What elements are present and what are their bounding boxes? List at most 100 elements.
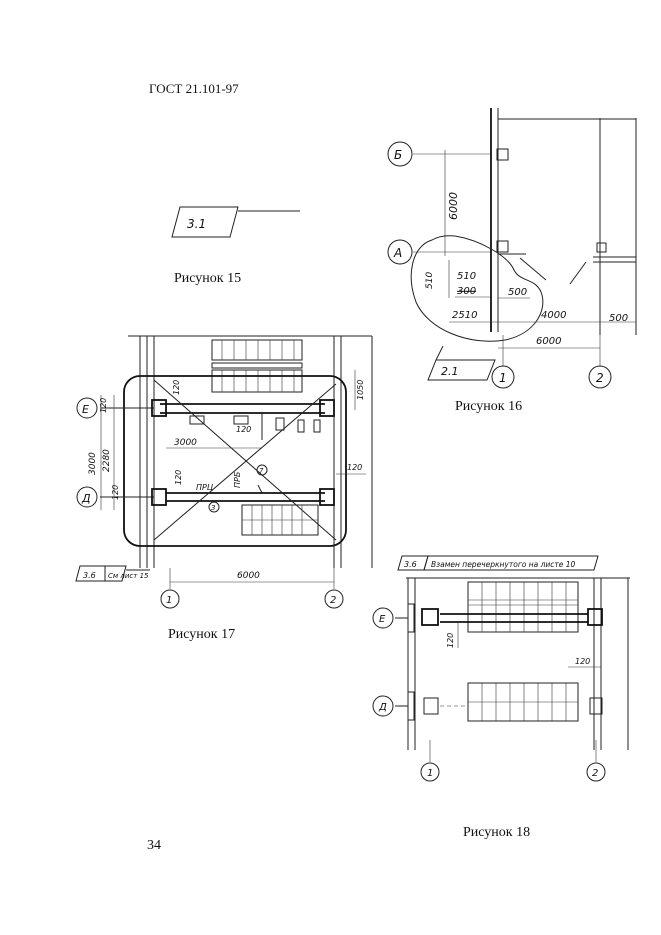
axis-1-label: 1 bbox=[166, 595, 172, 606]
axis-2-label: 2 bbox=[330, 595, 336, 606]
axis-2-marker bbox=[588, 365, 612, 389]
page-number: 34 bbox=[147, 838, 161, 853]
axis-1-label: 1 bbox=[427, 768, 433, 779]
axis-2-marker bbox=[586, 762, 606, 782]
dim-6000: 6000 bbox=[237, 571, 260, 581]
figure-15-caption: Рисунок 15 bbox=[174, 271, 242, 286]
dim-2280: 2280 bbox=[102, 449, 112, 472]
dim-120-top: 120 bbox=[172, 380, 181, 395]
figure-18-tag-note-box bbox=[423, 555, 599, 571]
dim-2510: 2510 bbox=[452, 310, 477, 321]
dim-500: 500 bbox=[508, 287, 527, 298]
axis-e-marker bbox=[372, 607, 394, 629]
column-d2 bbox=[319, 488, 335, 506]
fixture bbox=[233, 415, 249, 425]
label-prs: ПРБ bbox=[233, 471, 242, 488]
revision-cloud bbox=[410, 235, 544, 342]
figure-17-tag-box bbox=[75, 565, 127, 582]
dim-510-v: 510 bbox=[425, 272, 435, 289]
column-e2 bbox=[319, 399, 335, 417]
callout-7: 7 bbox=[259, 467, 264, 475]
callout-3-marker bbox=[208, 501, 220, 513]
axis-1-marker bbox=[491, 365, 515, 389]
axis-d-marker bbox=[76, 486, 98, 508]
cross-line-1 bbox=[153, 379, 337, 541]
dim-6000-h: 6000 bbox=[536, 336, 561, 347]
callout-7-marker bbox=[256, 464, 268, 476]
figure-16-tag-leader bbox=[435, 345, 444, 361]
axis-2-marker bbox=[324, 589, 344, 609]
axis-d-marker bbox=[372, 695, 394, 717]
partition-stub bbox=[257, 484, 263, 494]
column-a2 bbox=[596, 242, 607, 253]
dim-120-mid: 120 bbox=[236, 425, 251, 434]
axis-b-label: Б bbox=[394, 148, 402, 162]
axis-2-label: 2 bbox=[592, 768, 598, 779]
axis-e-label: Е bbox=[379, 614, 386, 625]
dim-120-b: 120 bbox=[575, 657, 590, 666]
axis-e-label: Е bbox=[82, 403, 89, 416]
column-e2 bbox=[587, 608, 603, 626]
axis-1-marker bbox=[420, 762, 440, 782]
dim-1050: 1050 bbox=[356, 380, 365, 400]
column-d2 bbox=[589, 697, 603, 715]
fixture bbox=[275, 417, 285, 431]
figure-18-tag: 3.6 bbox=[404, 560, 417, 569]
fixture bbox=[313, 419, 321, 433]
axis-1-marker bbox=[160, 589, 180, 609]
dim-6000-v: 6000 bbox=[447, 192, 460, 220]
column-d1 bbox=[151, 488, 167, 506]
figure-18-tag-note: Взамен перечеркнутого на листе 10 bbox=[431, 560, 576, 569]
wall-block bbox=[407, 603, 415, 633]
axis-a-label: А bbox=[393, 246, 402, 260]
axis-b-marker bbox=[387, 141, 413, 167]
axis-d-label: Д bbox=[81, 492, 91, 505]
figure-16-tag-box bbox=[427, 359, 496, 381]
dim-120-a: 120 bbox=[446, 633, 455, 648]
document-header-code: ГОСТ 21.101-97 bbox=[149, 81, 239, 96]
dim-3000-h: 3000 bbox=[174, 438, 197, 448]
column-e1 bbox=[421, 608, 439, 626]
column-e1 bbox=[151, 399, 167, 417]
column-a bbox=[496, 240, 509, 253]
dim-300: 300 bbox=[457, 286, 476, 297]
column-b bbox=[496, 148, 509, 161]
dim-120-low: 120 bbox=[174, 470, 183, 485]
fixture bbox=[297, 419, 305, 433]
dim-120-left: 120 bbox=[99, 398, 108, 413]
break-line-2 bbox=[569, 261, 587, 285]
fixture bbox=[189, 415, 205, 425]
axis-a-marker bbox=[387, 239, 413, 265]
wall-block bbox=[407, 691, 415, 721]
dim-3000-v: 3000 bbox=[88, 452, 98, 475]
figure-17-tag: 3.6 bbox=[83, 571, 96, 580]
stair-top bbox=[467, 581, 579, 633]
figure-15-tag-box bbox=[171, 206, 239, 238]
stair-top-upper bbox=[211, 339, 303, 361]
figure-17-caption: Рисунок 17 bbox=[168, 627, 236, 642]
figure-18-caption: Рисунок 18 bbox=[463, 825, 531, 840]
column-d1 bbox=[423, 697, 439, 715]
cloud-frame bbox=[123, 375, 347, 547]
dim-510-h: 510 bbox=[457, 271, 476, 282]
axis-1-label: 1 bbox=[499, 371, 507, 385]
figure-17-tag-note: См лист 15 bbox=[108, 572, 149, 580]
break-line-1 bbox=[519, 257, 547, 281]
stair-top-lower bbox=[211, 369, 303, 393]
axis-2-label: 2 bbox=[596, 371, 604, 385]
dim-120-right: 120 bbox=[347, 463, 362, 472]
dim-4000: 4000 bbox=[541, 310, 566, 321]
dim-500b: 500 bbox=[609, 313, 628, 324]
axis-e-marker bbox=[76, 397, 98, 419]
stair-top-bar bbox=[211, 362, 303, 369]
figure-16-tag: 2.1 bbox=[441, 365, 459, 378]
dim-120-bottom: 120 bbox=[111, 485, 120, 500]
axis-d-label: Д bbox=[378, 702, 387, 713]
label-pru: ПРЦ bbox=[196, 483, 213, 492]
figure-16-caption: Рисунок 16 bbox=[455, 399, 523, 414]
